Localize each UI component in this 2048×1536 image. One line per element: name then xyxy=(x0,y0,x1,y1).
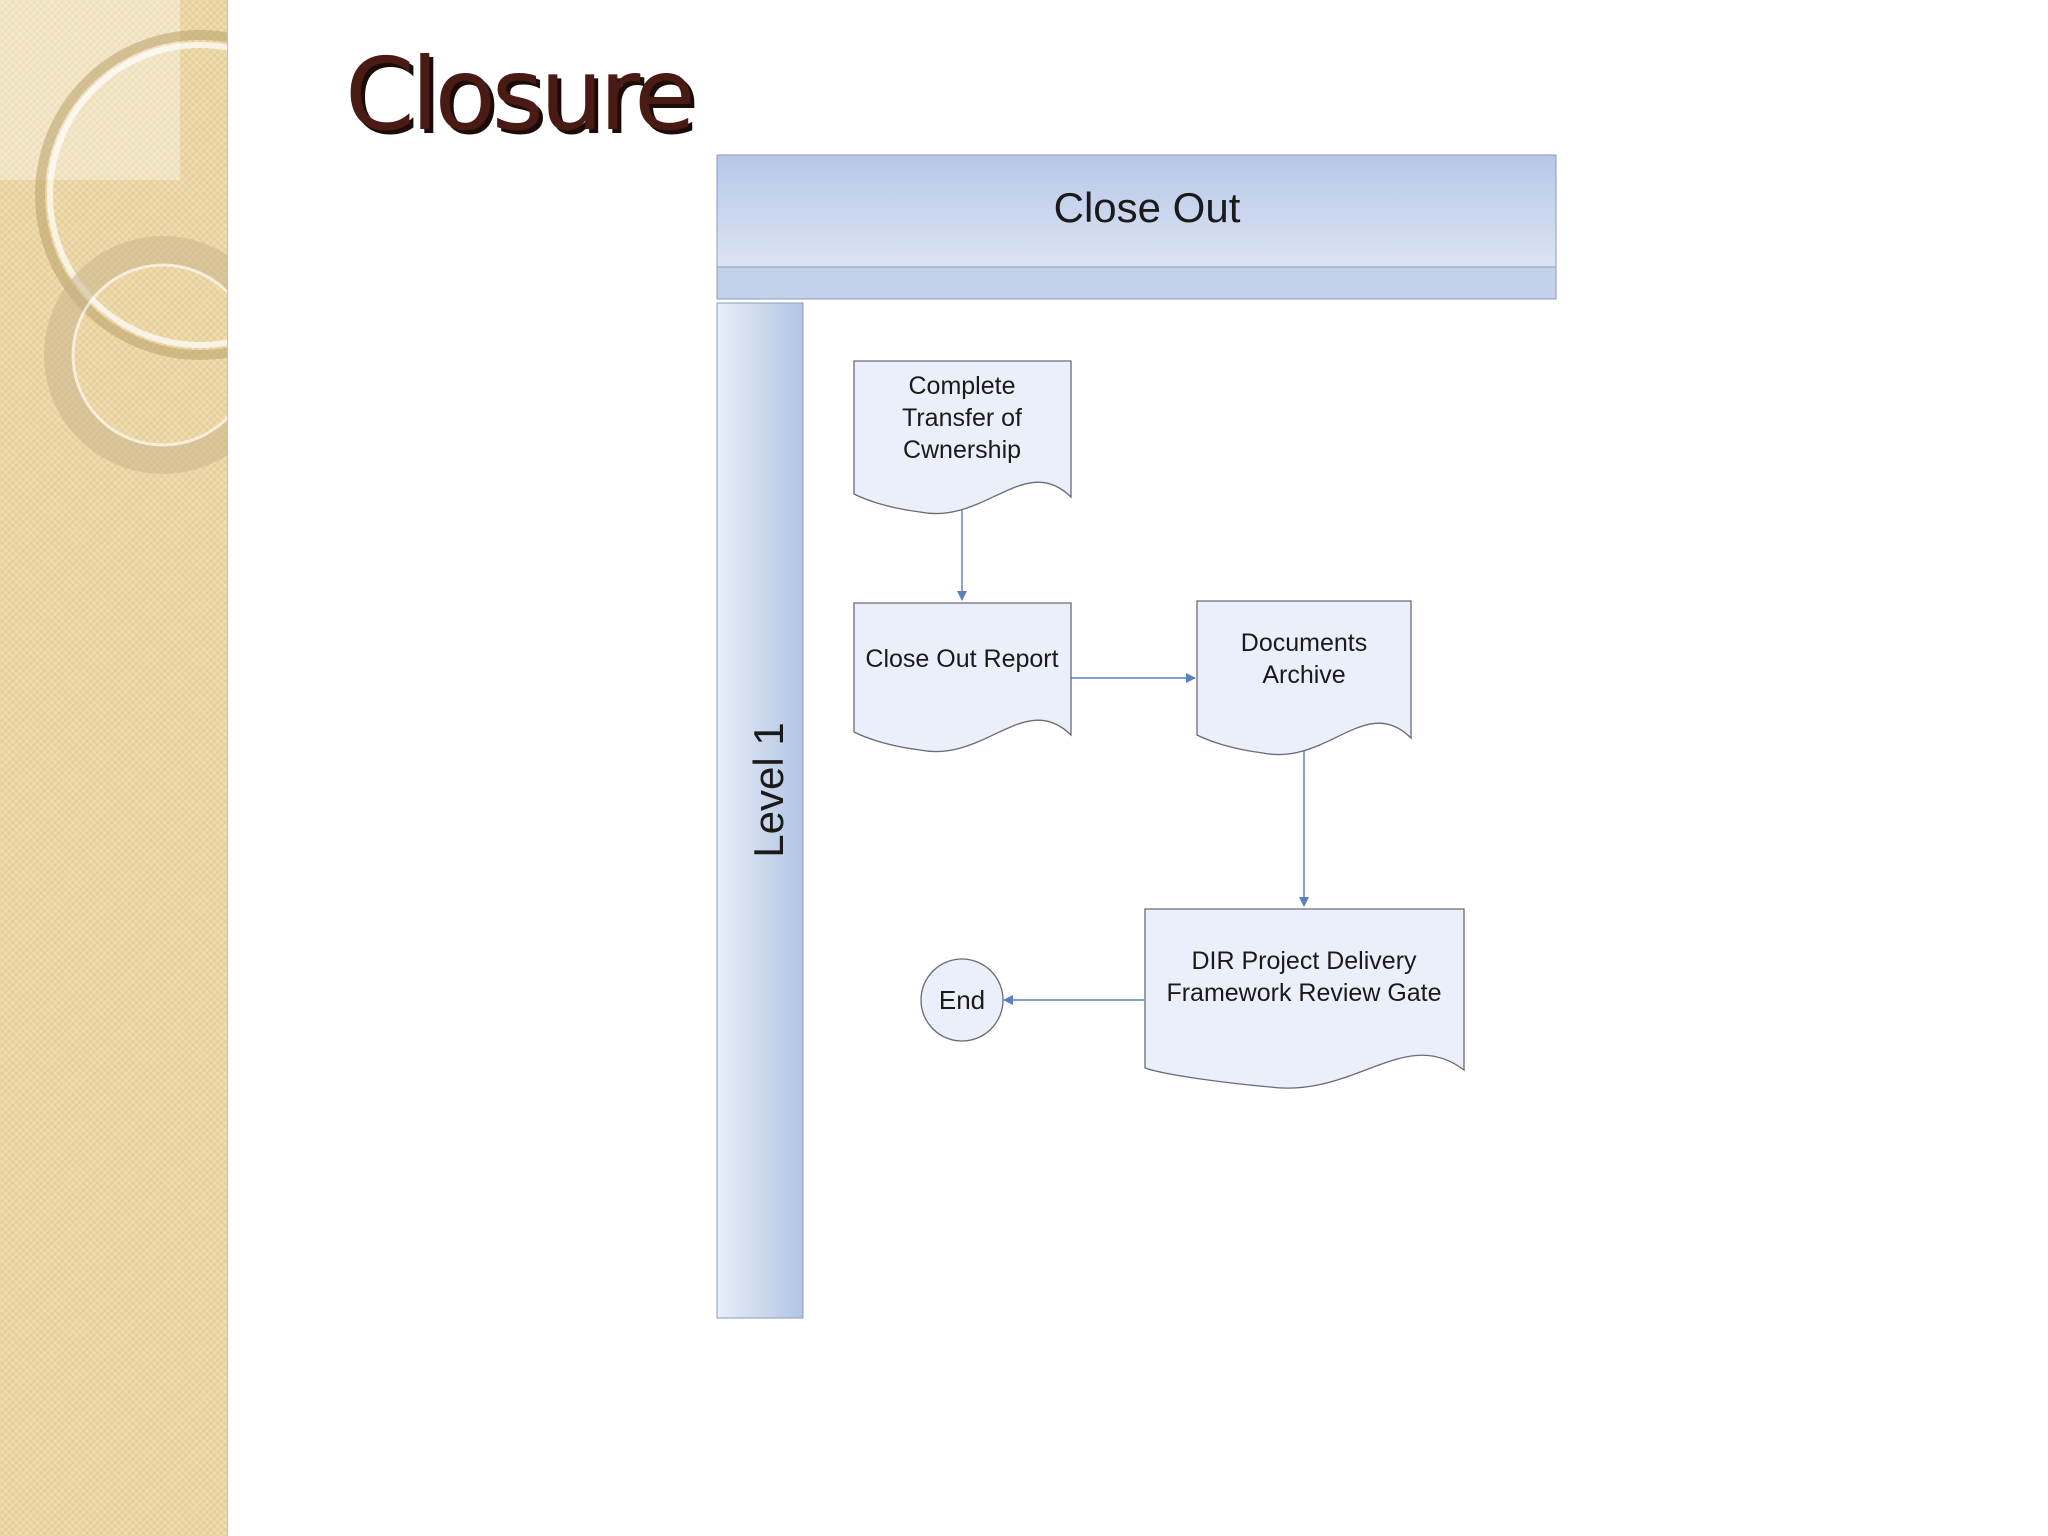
node-complete-transfer-line-3: Cwnership xyxy=(903,436,1021,464)
node-documents-archive: Documents Archive xyxy=(1196,600,1412,756)
node-complete-transfer-line-2: Transfer of xyxy=(902,404,1022,432)
decorative-rings xyxy=(0,0,227,474)
phase-header-label: Close Out xyxy=(1054,184,1241,231)
node-complete-transfer-line-1: Complete xyxy=(909,372,1016,400)
connectors xyxy=(957,503,1309,1005)
node-close-out-report-line-1: Close Out Report xyxy=(865,645,1058,673)
node-dir-review-gate: DIR Project Delivery Framework Review Ga… xyxy=(1144,908,1465,1089)
node-close-out-report: Close Out Report xyxy=(853,602,1072,753)
phase-header: Close Out xyxy=(716,154,1557,300)
slide-title: Closure xyxy=(345,36,696,153)
node-end-label: End xyxy=(939,985,985,1015)
node-dir-review-gate-line-2: Framework Review Gate xyxy=(1166,979,1441,1007)
node-complete-transfer: Complete Transfer of Cwnership xyxy=(853,360,1072,515)
swimlane-level-1: Level 1 xyxy=(716,302,804,1319)
decorative-sidebar xyxy=(0,0,228,1536)
swimlane-label: Level 1 xyxy=(745,722,792,857)
node-documents-archive-line-1: Documents xyxy=(1241,629,1367,657)
node-dir-review-gate-line-1: DIR Project Delivery xyxy=(1191,947,1417,975)
node-documents-archive-line-2: Archive xyxy=(1262,661,1345,689)
node-end: End xyxy=(920,958,1004,1042)
